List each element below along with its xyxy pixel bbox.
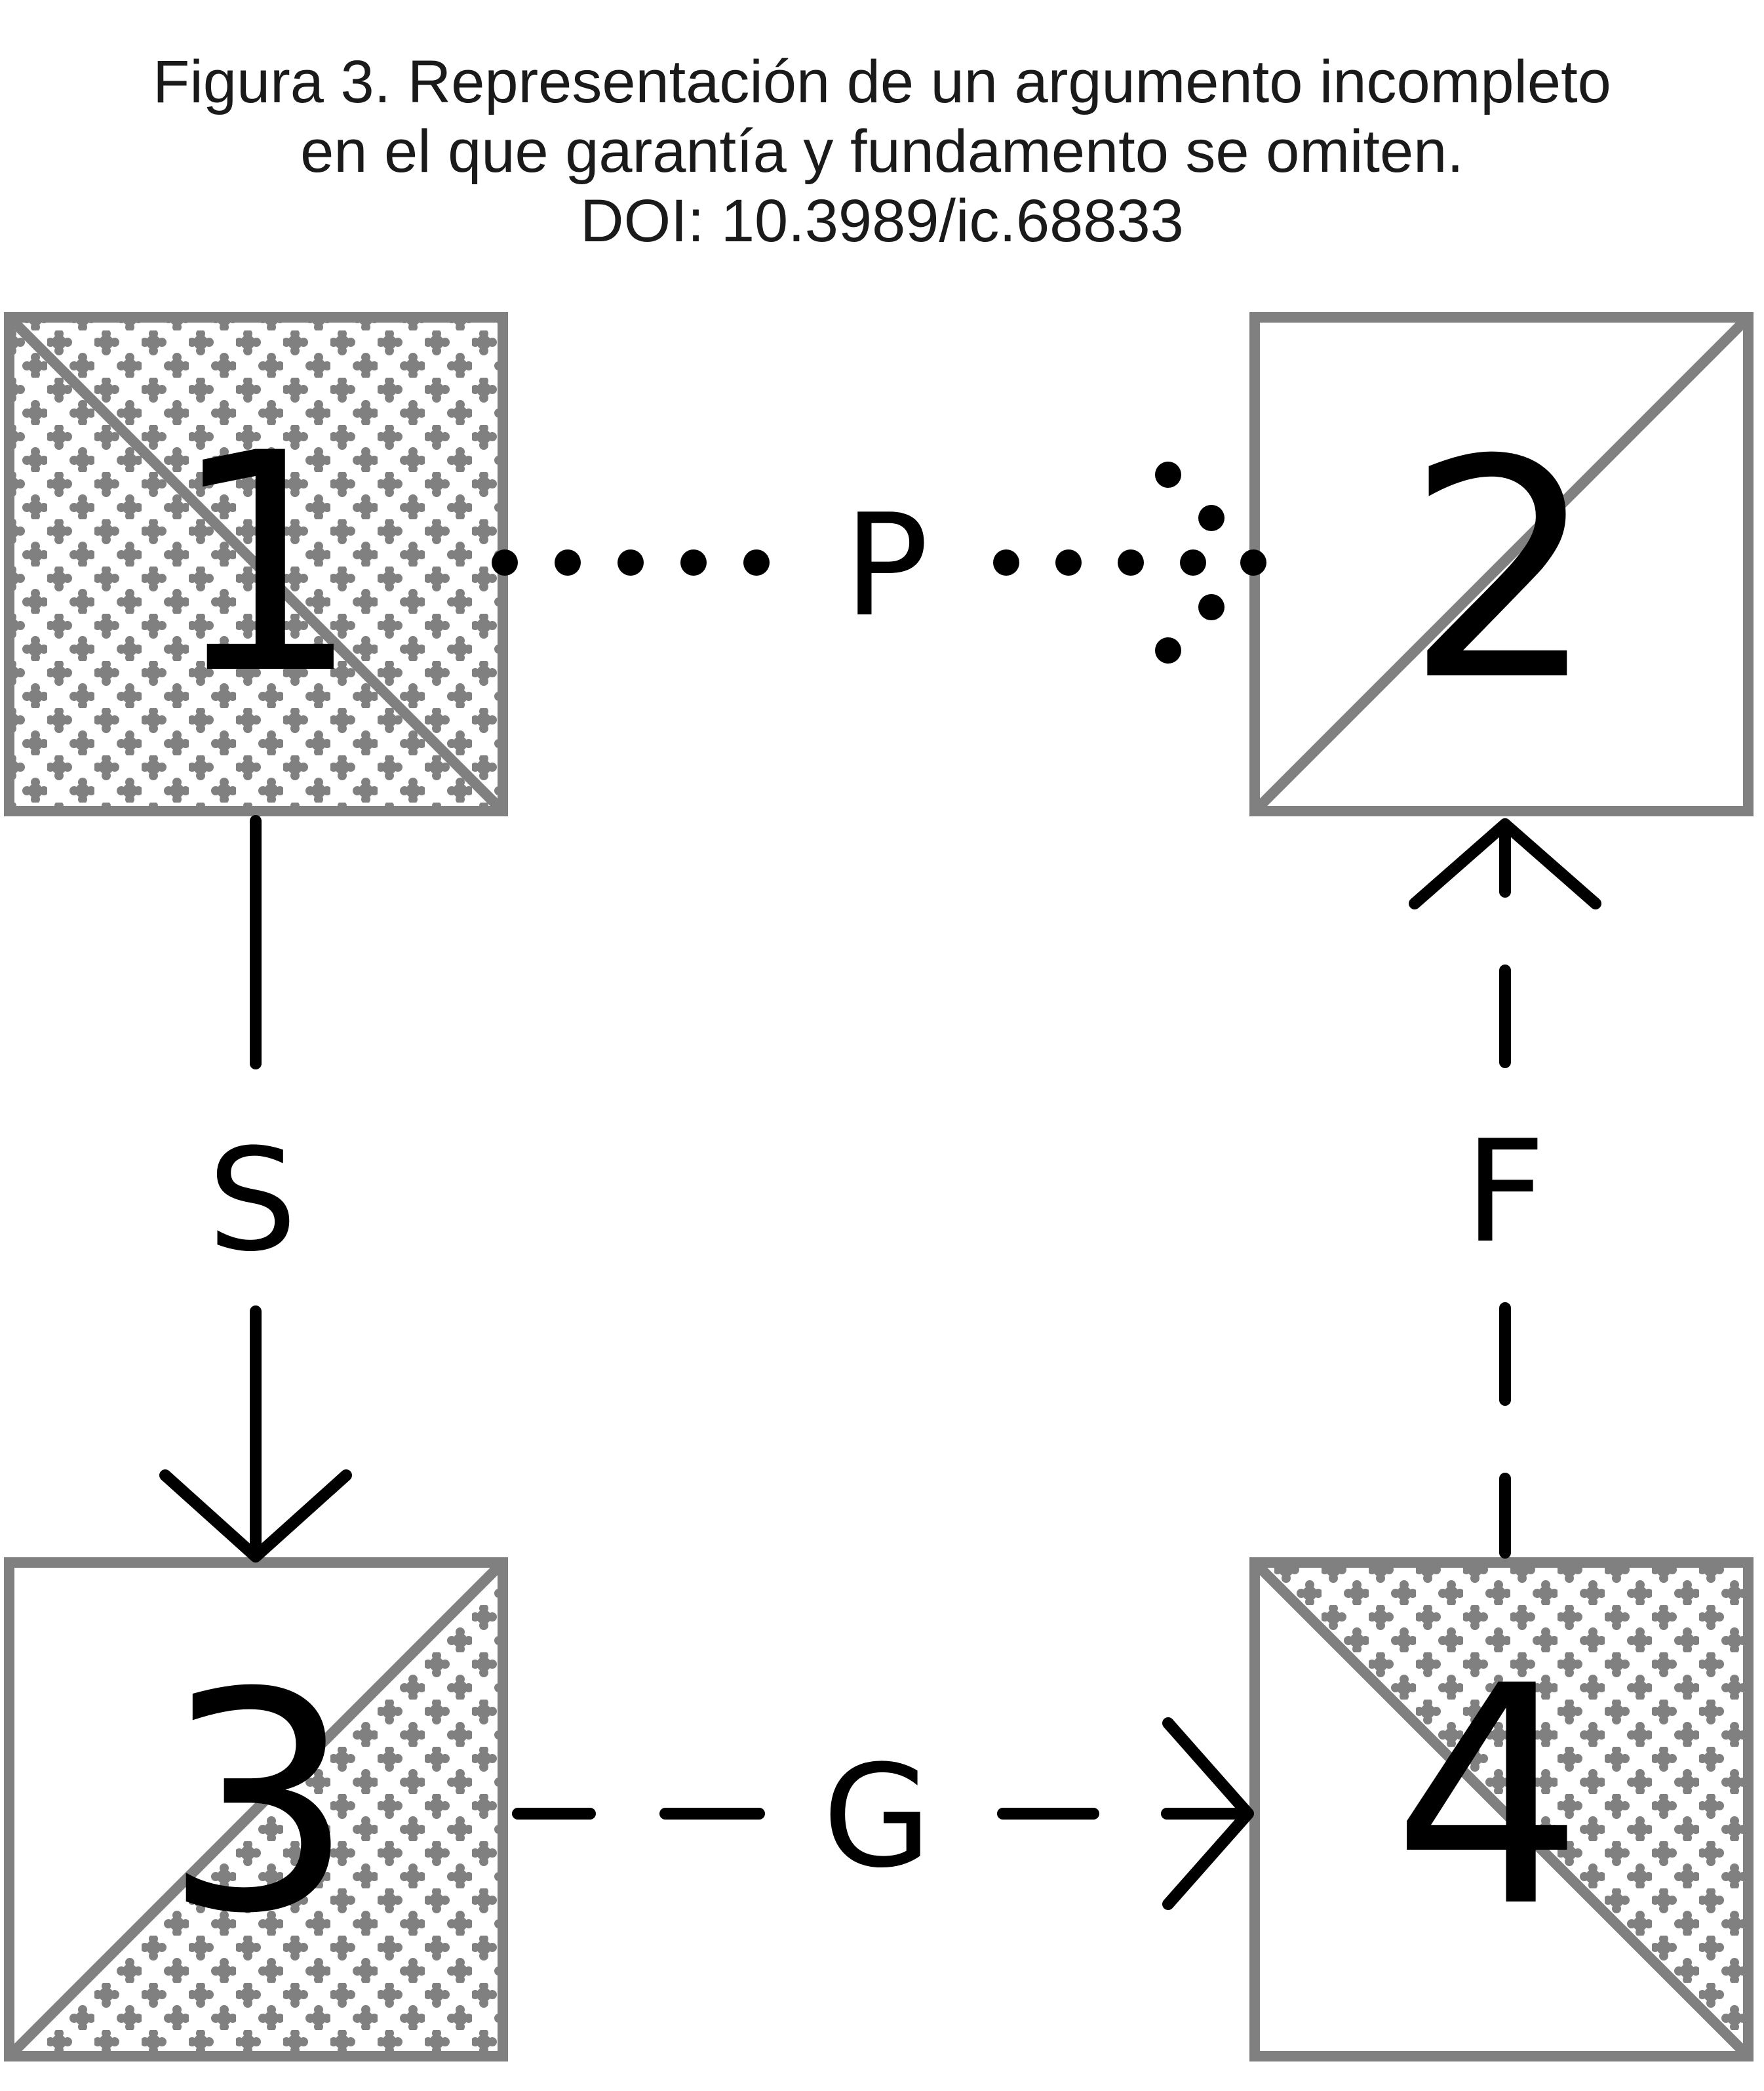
edge-f-arrowhead [1409, 818, 1601, 909]
edge-p-dots [492, 549, 1266, 576]
node-4-number: 4 [1392, 1622, 1584, 1973]
edge-s [159, 815, 352, 1563]
caption-line-2: en el que garantía y fundamento se omite… [300, 118, 1464, 185]
node-1-number: 1 [170, 389, 362, 740]
edge-p-arrowhead [1155, 462, 1225, 664]
caption-line-1: Figura 3. Representación de un argumento… [153, 49, 1611, 115]
edge-f [1409, 818, 1601, 1559]
edge-s-label: S [208, 1118, 297, 1283]
edge-g-label: G [823, 1734, 932, 1899]
edge-p-label: P [844, 483, 929, 648]
node-2-number: 2 [1405, 396, 1597, 747]
node-2: 2 [1249, 312, 1754, 816]
node-4: 4 [1249, 1557, 1754, 2061]
node-2-diagonal [1251, 313, 1752, 815]
figure-caption: Figura 3. Representación de un argumento… [0, 47, 1764, 256]
node-3: 3 [4, 1557, 508, 2061]
edge-g [512, 1717, 1254, 1910]
edge-s-arrowhead [159, 1469, 352, 1563]
node-4-diagonal [1251, 1559, 1752, 2060]
edge-g-arrowhead [1162, 1717, 1254, 1910]
edge-f-label: F [1464, 1109, 1546, 1274]
node-3-number: 3 [163, 1629, 355, 1980]
node-4-box [1249, 1557, 1754, 2061]
node-3-box [4, 1557, 508, 2061]
node-1: 1 [4, 312, 508, 816]
node-1-diagonal [5, 313, 507, 815]
node-3-diagonal [5, 1559, 507, 2060]
edge-p: P [492, 462, 1266, 664]
caption-line-3: DOI: 10.3989/ic.68833 [580, 188, 1184, 254]
